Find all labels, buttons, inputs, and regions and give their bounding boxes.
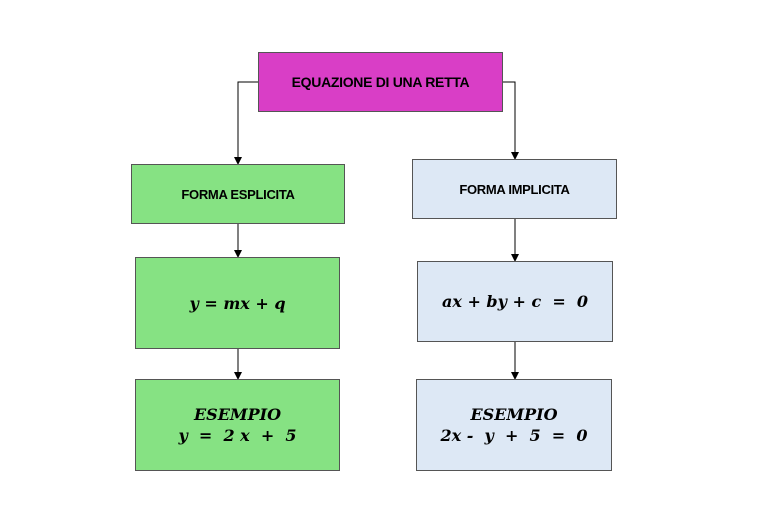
explicit-form-formula: y = mx + q xyxy=(135,257,340,349)
explicit-example-label: ESEMPIO xyxy=(193,405,282,424)
root-node: EQUAZIONE DI UNA RETTA xyxy=(258,52,503,112)
explicit-formula-text: y = mx + q xyxy=(189,293,286,313)
implicit-form-header: FORMA IMPLICITA xyxy=(412,159,617,219)
connector-root-to-implicit xyxy=(503,81,519,160)
explicit-form-header-label: FORMA ESPLICITA xyxy=(181,186,295,202)
root-node-label: EQUAZIONE DI UNA RETTA xyxy=(291,74,470,90)
explicit-example-formula: y = 2 x + 5 xyxy=(178,426,297,445)
implicit-example: ESEMPIO 2x - y + 5 = 0 xyxy=(416,379,612,471)
implicit-example-formula: 2x - y + 5 = 0 xyxy=(440,426,588,445)
connector-root-to-explicit xyxy=(234,81,258,165)
explicit-form-header: FORMA ESPLICITA xyxy=(131,164,345,224)
implicit-formula-text: ax + by + c = 0 xyxy=(441,292,589,311)
implicit-form-header-label: FORMA IMPLICITA xyxy=(459,181,570,197)
explicit-example: ESEMPIO y = 2 x + 5 xyxy=(135,379,340,471)
implicit-form-formula: ax + by + c = 0 xyxy=(417,261,613,342)
implicit-example-label: ESEMPIO xyxy=(470,405,558,424)
